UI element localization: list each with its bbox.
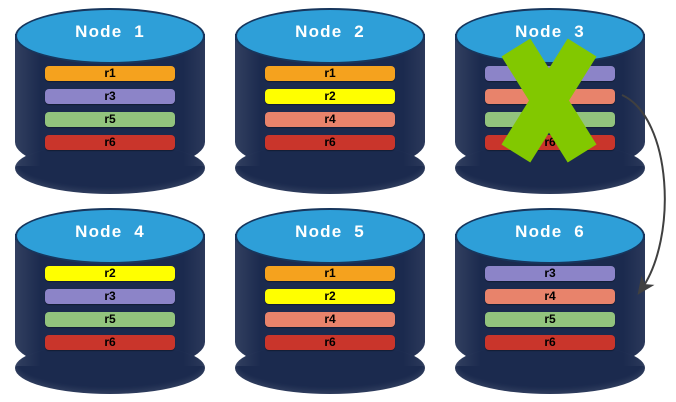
replica-list: r2 r3 r5 r6 <box>45 266 175 350</box>
node-cylinder-3[interactable]: Node 3 r3 r4 r5 r6 <box>455 8 645 194</box>
replica-bar[interactable]: r2 <box>265 89 395 104</box>
node-title-label: Node 6 <box>515 222 585 241</box>
node-title-label: Node 2 <box>295 22 365 41</box>
node-title-label: Node 1 <box>75 22 145 41</box>
replica-bar[interactable]: r6 <box>265 335 395 350</box>
replica-list: r3 r4 r5 r6 <box>485 266 615 350</box>
node-cylinder-2[interactable]: Node 2 r1 r2 r4 r6 <box>235 8 425 194</box>
replica-bar[interactable]: r6 <box>45 335 175 350</box>
replica-list: r1 r2 r4 r6 <box>265 66 395 150</box>
cylinder-bottom-ellipse <box>455 342 645 394</box>
node-cylinder-5[interactable]: Node 5 r1 r2 r4 r6 <box>235 208 425 394</box>
node-cylinder-6[interactable]: Node 6 r3 r4 r5 r6 <box>455 208 645 394</box>
replica-bar[interactable]: r2 <box>265 289 395 304</box>
replica-list: r1 r2 r4 r6 <box>265 266 395 350</box>
replica-bar[interactable]: r4 <box>485 89 615 104</box>
replica-bar[interactable]: r1 <box>265 66 395 81</box>
cylinder-top-ellipse <box>235 208 425 264</box>
cylinder-top-ellipse <box>235 8 425 64</box>
replica-list: r1 r3 r5 r6 <box>45 66 175 150</box>
replica-bar[interactable]: r5 <box>45 312 175 327</box>
replica-bar[interactable]: r4 <box>265 312 395 327</box>
replica-bar[interactable]: r6 <box>265 135 395 150</box>
node-cylinder-4[interactable]: Node 4 r2 r3 r5 r6 <box>15 208 205 394</box>
node-title-label: Node 5 <box>295 222 365 241</box>
node-title-label: Node 4 <box>75 222 145 241</box>
cylinder-bottom-ellipse <box>235 342 425 394</box>
replica-bar[interactable]: r3 <box>45 89 175 104</box>
cylinder-top-ellipse <box>15 8 205 64</box>
replica-bar[interactable]: r6 <box>45 135 175 150</box>
cylinder-bottom-ellipse <box>235 142 425 194</box>
replica-bar[interactable]: r1 <box>265 266 395 281</box>
replica-bar[interactable]: r6 <box>485 335 615 350</box>
replica-bar[interactable]: r4 <box>485 289 615 304</box>
replica-bar[interactable]: r3 <box>485 266 615 281</box>
replica-bar[interactable]: r1 <box>45 66 175 81</box>
replica-bar[interactable]: r5 <box>485 112 615 127</box>
node-title-label: Node 3 <box>515 22 585 41</box>
cylinder-top-ellipse <box>15 208 205 264</box>
cylinder-bottom-ellipse <box>15 142 205 194</box>
replica-bar[interactable]: r5 <box>485 312 615 327</box>
replica-list: r3 r4 r5 r6 <box>485 66 615 150</box>
node-cylinder-1[interactable]: Node 1 r1 r3 r5 r6 <box>15 8 205 194</box>
cylinder-top-ellipse <box>455 208 645 264</box>
replica-bar[interactable]: r3 <box>45 289 175 304</box>
replica-bar[interactable]: r6 <box>485 135 615 150</box>
replica-bar[interactable]: r3 <box>485 66 615 81</box>
replica-bar[interactable]: r5 <box>45 112 175 127</box>
cylinder-bottom-ellipse <box>15 342 205 394</box>
replica-bar[interactable]: r2 <box>45 266 175 281</box>
replica-bar[interactable]: r4 <box>265 112 395 127</box>
